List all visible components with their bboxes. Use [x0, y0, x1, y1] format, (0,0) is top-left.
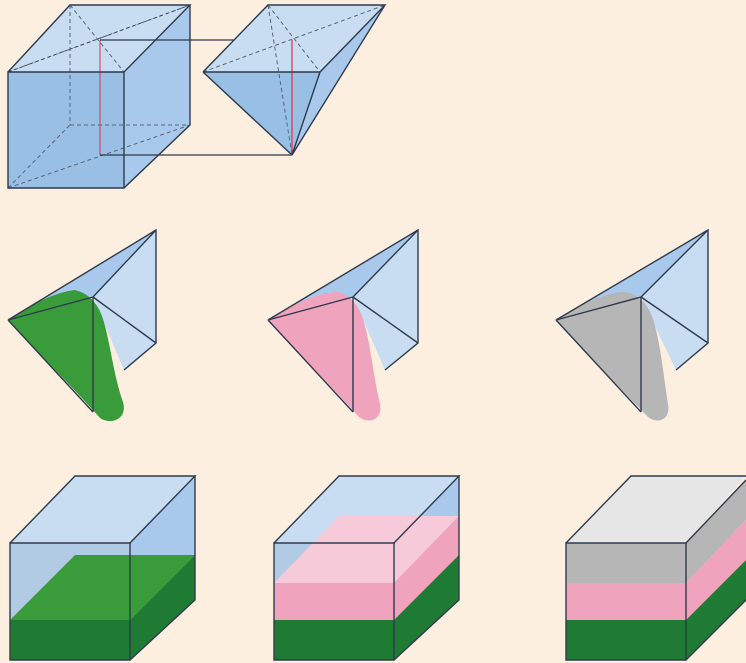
box-green-pink-layers	[274, 476, 459, 660]
box3-green-front	[566, 620, 686, 660]
box2-pink-front	[274, 583, 394, 620]
box-green-pink-gray-layers	[566, 476, 746, 660]
folded-half-prism	[203, 5, 385, 155]
box3-gray-front	[566, 543, 686, 583]
box-green-layers	[10, 476, 195, 660]
prism-gray-liquid	[556, 230, 708, 420]
full-cube	[8, 5, 190, 188]
prism-pink-liquid	[268, 230, 418, 420]
prism-green-liquid	[8, 230, 156, 421]
box2-green-front	[274, 620, 394, 660]
box1-green-front	[10, 620, 130, 660]
prism1-front-face	[203, 72, 320, 155]
box3-pink-front	[566, 583, 686, 620]
